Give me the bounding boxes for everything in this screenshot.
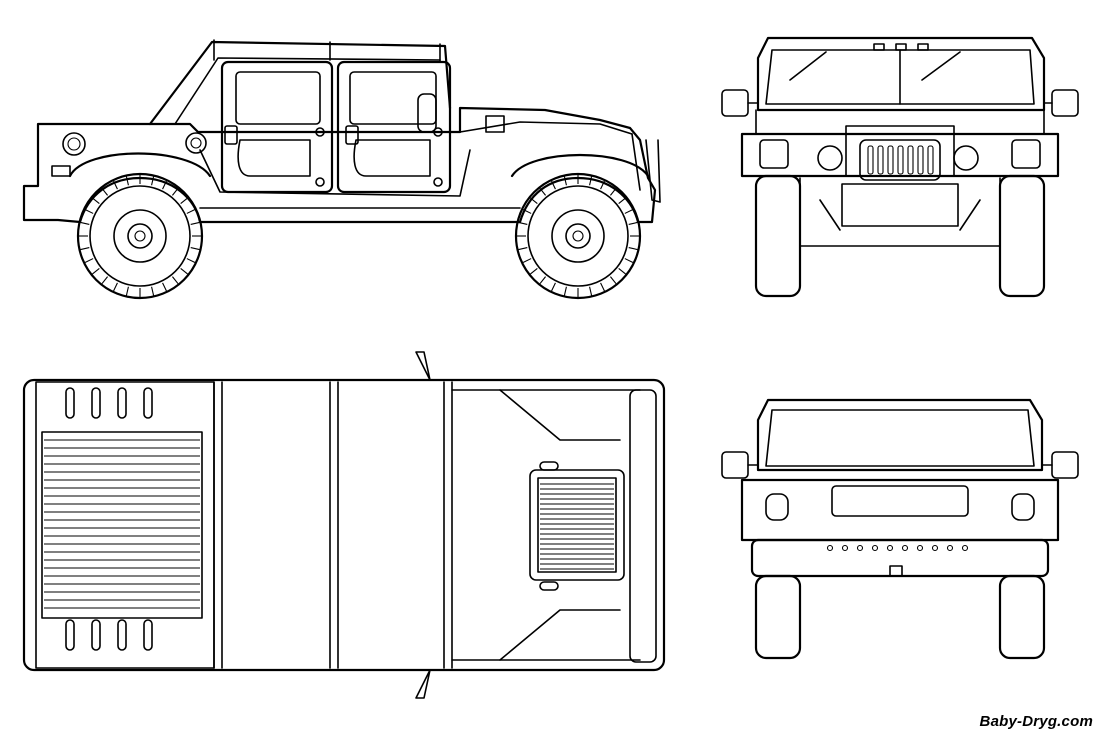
top-view	[22, 351, 666, 699]
front-view	[721, 36, 1079, 298]
watermark-text: Baby-Dryg.com	[979, 713, 1093, 730]
side-view	[22, 39, 661, 300]
rear-view	[721, 398, 1079, 660]
